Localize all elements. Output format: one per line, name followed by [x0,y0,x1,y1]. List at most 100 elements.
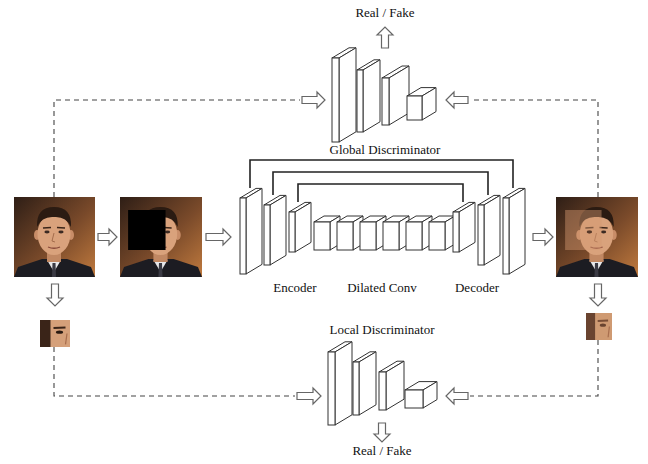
dashed-line [54,347,295,396]
layer-label: Global Discriminator [330,142,441,158]
output-label: Real / Fake [352,443,411,459]
hollow-arrow [377,27,393,48]
layer-block [240,188,262,274]
block-front [379,372,386,410]
crop-hair [586,313,595,340]
photo-background [14,197,95,277]
layer-block [429,216,455,250]
block-front [332,58,339,142]
block-side [386,361,404,410]
eyebrow [54,327,66,330]
eye [600,324,606,327]
block-front [360,222,376,250]
hollow-arrow [590,284,606,306]
global-discriminator-layers [332,48,436,142]
block-side [509,188,525,274]
face-photo [556,197,638,277]
layer-block [383,216,409,250]
block-front [407,96,422,120]
hollow-arrow [297,388,321,404]
layer-block [478,195,500,265]
block-front [337,222,353,250]
face-photo [14,197,95,277]
layer-block [406,216,432,250]
eyebrow [57,227,65,229]
layer-block [379,361,404,410]
face-crop [40,320,70,347]
block-side [423,382,437,408]
skip-connection [298,184,463,202]
layer-block [314,216,340,250]
block-front [353,362,359,415]
mask-hole [128,210,165,250]
eye [58,231,63,234]
tie [158,263,162,277]
photo-background [556,197,638,277]
block-front [382,78,389,125]
dashed-line [470,100,598,197]
output-label: Real / Fake [355,5,414,21]
hollow-arrow [206,229,231,245]
block-side [335,342,352,425]
block-front [503,198,509,274]
local-discriminator-layers [328,342,437,425]
block-front [453,212,459,252]
dashed-line [54,100,300,197]
nose-shadow [66,334,68,345]
layer-block [453,202,475,252]
eye [56,331,63,334]
face-photo [120,197,202,277]
hollow-arrow [446,92,468,108]
mouth [48,247,60,248]
layer-block [357,60,380,132]
discriminator-block: Global Discriminator [315,40,455,162]
layer-block [332,48,356,142]
nose [52,233,55,242]
layer-block [264,195,286,265]
block-front [314,222,330,250]
tie [52,263,56,277]
layer-label: Decoder [455,280,499,296]
eye [587,231,592,234]
eye [601,231,606,234]
eye [44,231,49,234]
tie [594,263,598,277]
layer-block [382,66,409,125]
block-front [429,222,445,250]
eyebrow [598,320,608,323]
block-front [240,198,246,274]
inpainted-patch [565,210,601,250]
block-side [422,88,436,120]
block-front [264,205,270,265]
crop-skin [586,313,612,340]
hollow-arrow [302,92,325,108]
block-front [289,212,295,252]
layer-block [289,202,311,252]
block-side [359,352,376,415]
hair [37,207,71,227]
block-front [405,390,423,408]
layer-label: Encoder [273,280,316,296]
layer-block [353,352,376,415]
generator-block: Encoder Dilated Conv Decoder [235,150,540,300]
nose-shadow [608,327,609,338]
layer-block [360,216,386,250]
block-front [406,222,422,250]
layer-block [503,188,525,274]
hollow-arrow [374,423,390,442]
block-front [357,70,363,132]
layer-label: Dilated Conv [347,280,417,296]
dashed-line [470,340,598,396]
layer-label: Local Discriminator [329,322,434,338]
hollow-arrow [98,229,117,245]
block-side [270,195,286,265]
hollow-arrow [446,388,468,404]
generator-layers [240,188,525,274]
block-front [328,352,335,425]
block-side [339,48,356,142]
crop-hair [40,320,51,347]
